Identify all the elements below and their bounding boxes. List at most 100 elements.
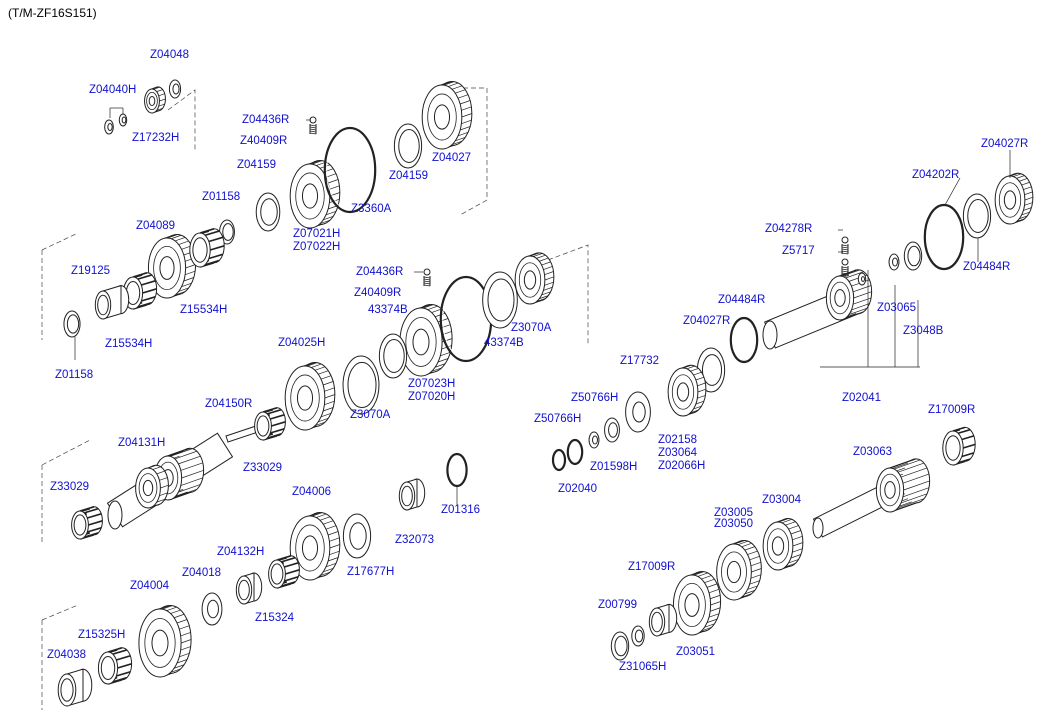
part-label[interactable]: Z3070A <box>511 322 552 334</box>
washer <box>347 361 377 409</box>
part-label[interactable]: Z04159 <box>389 170 429 182</box>
part-label[interactable]: Z04006 <box>292 486 332 498</box>
part-label[interactable]: Z50766H <box>534 413 582 425</box>
detent-ball <box>423 268 431 276</box>
detent-spring <box>309 124 317 135</box>
part-label[interactable]: 43374B <box>368 304 408 316</box>
part-label[interactable]: Z5717 <box>782 245 815 257</box>
detent-spring <box>841 244 849 255</box>
part-label[interactable]: Z17009R <box>928 404 976 416</box>
part-label[interactable]: Z02158 <box>658 434 698 446</box>
part-label[interactable]: Z15325H <box>78 629 126 641</box>
gear <box>309 512 321 517</box>
part-label[interactable]: Z01316 <box>441 504 481 516</box>
part-label[interactable]: Z04038 <box>47 649 87 661</box>
part-label[interactable]: Z03004 <box>762 494 802 506</box>
part-label[interactable]: Z15534H <box>105 338 153 350</box>
part-label[interactable]: Z33029 <box>243 462 283 474</box>
part-label[interactable]: Z03050 <box>714 518 754 530</box>
part-label[interactable]: Z04150R <box>205 398 253 410</box>
part-label[interactable]: Z00799 <box>598 599 638 611</box>
gear <box>304 362 316 367</box>
snap-ring <box>448 455 465 485</box>
part-label[interactable]: Z32073 <box>395 534 435 546</box>
part-label[interactable]: Z33029 <box>50 481 90 493</box>
washer <box>487 278 515 322</box>
part-label[interactable]: Z07022H <box>293 241 341 253</box>
gear <box>433 104 451 130</box>
needle-bearing <box>100 655 116 681</box>
washer <box>632 401 646 423</box>
part-label[interactable]: Z04278R <box>765 223 813 235</box>
diagram-title: (T/M-ZF16S151) <box>8 6 97 20</box>
part-label[interactable]: Z17232H <box>132 132 180 144</box>
gear <box>153 245 181 290</box>
part-label[interactable]: Z04131H <box>118 437 166 449</box>
snap-ring <box>554 451 564 469</box>
part-label[interactable]: Z07020H <box>408 391 456 403</box>
part-label[interactable]: Z04040H <box>89 84 137 96</box>
gear <box>159 256 175 280</box>
snap-ring <box>729 316 759 364</box>
part-label[interactable]: Z17009R <box>628 561 676 573</box>
part-label[interactable]: Z01158 <box>55 369 94 381</box>
washer <box>66 314 80 334</box>
part-label[interactable]: Z07021H <box>293 228 341 240</box>
part-label[interactable]: Z04089 <box>136 220 176 232</box>
part-label[interactable]: Z01158 <box>202 191 241 203</box>
part-label[interactable]: Z04048 <box>150 49 190 61</box>
gear <box>142 479 154 497</box>
part-label[interactable]: Z04132H <box>217 546 265 558</box>
part-label[interactable]: Z31065H <box>619 661 667 673</box>
gear <box>998 182 1022 218</box>
gear <box>420 304 432 309</box>
part-label[interactable]: Z04027R <box>981 138 1029 150</box>
part-label[interactable]: Z03005 <box>714 507 754 519</box>
washer <box>349 522 367 550</box>
part-label[interactable]: Z01598H <box>590 461 638 473</box>
part-label[interactable]: Z50766H <box>571 392 619 404</box>
part-label[interactable]: Z02041 <box>842 392 882 404</box>
washer <box>107 123 113 131</box>
part-label[interactable]: Z04484R <box>718 294 766 306</box>
part-label[interactable]: Z04027 <box>432 152 472 164</box>
part-label[interactable]: Z04436R <box>242 114 290 126</box>
part-label[interactable]: Z02066H <box>658 460 706 472</box>
gear <box>167 447 191 457</box>
part-label[interactable]: Z04027R <box>683 315 731 327</box>
part-label[interactable]: Z03051 <box>676 646 716 658</box>
part-label[interactable]: Z04004 <box>130 580 170 592</box>
part-label[interactable]: Z04484R <box>963 261 1011 273</box>
part-label[interactable]: Z3048B <box>903 325 944 337</box>
gear <box>427 93 457 141</box>
part-label[interactable]: Z3070A <box>350 409 391 421</box>
part-label[interactable]: Z3360A <box>351 203 392 215</box>
part-label[interactable]: Z15324 <box>255 612 295 624</box>
part-label[interactable]: Z40409R <box>354 287 402 299</box>
guide-line <box>41 439 91 466</box>
part-label[interactable]: Z19125 <box>71 265 111 277</box>
part-label[interactable]: Z04202R <box>912 169 960 181</box>
part-label[interactable]: Z04159 <box>237 159 277 171</box>
part-label[interactable]: Z03064 <box>658 447 698 459</box>
part-label[interactable]: Z04025H <box>278 337 326 349</box>
gear <box>146 91 158 111</box>
part-label[interactable]: Z03063 <box>853 446 893 458</box>
gear <box>834 289 846 307</box>
part-label[interactable]: Z03065 <box>877 302 917 314</box>
washer <box>861 276 865 282</box>
part-label[interactable]: Z02040 <box>558 483 598 495</box>
washer <box>634 629 644 643</box>
gear <box>295 524 325 572</box>
part-label[interactable]: Z17677H <box>347 566 395 578</box>
part-label[interactable]: Z15534H <box>180 304 228 316</box>
snap-ring <box>446 452 468 488</box>
part-label[interactable]: Z04018 <box>182 567 222 579</box>
gear <box>296 385 314 411</box>
part-label[interactable]: 43374B <box>484 337 524 349</box>
part-label[interactable]: Z40409R <box>240 135 288 147</box>
part-label[interactable]: Z04436R <box>356 266 404 278</box>
needle-bearing <box>945 435 961 461</box>
part-label[interactable]: Z07023H <box>408 378 456 390</box>
part-label[interactable]: Z17732 <box>620 355 660 367</box>
